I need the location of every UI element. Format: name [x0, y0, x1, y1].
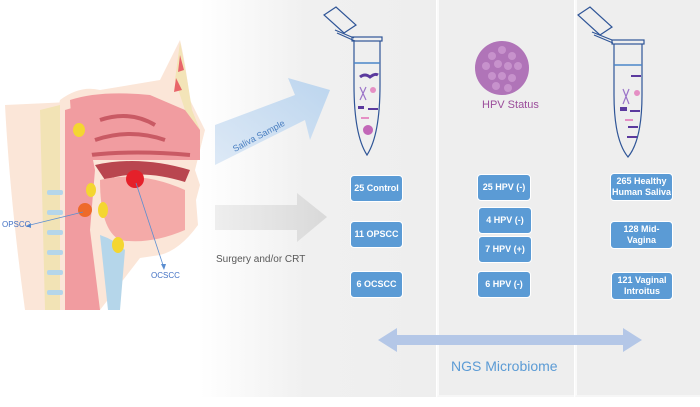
- reference-box-saliva: 265 Healthy Human Saliva: [610, 173, 673, 201]
- opscc-tumor: [78, 203, 92, 217]
- hpv-box-opscc-negative: 4 HPV (-): [478, 207, 532, 234]
- hpv-virus-icon: [475, 41, 529, 95]
- reference-box-mid-vagina: 128 Mid-Vagina: [610, 221, 673, 249]
- hpv-box-ocscc-negative: 6 HPV (-): [477, 271, 531, 298]
- saliva-arrow: [215, 78, 330, 165]
- head-neck-anatomy-illustration: [5, 40, 205, 310]
- cohort-box-control: 25 Control: [350, 175, 403, 202]
- ngs-microbiome-label: NGS Microbiome: [451, 358, 558, 374]
- reference-box-vaginal-introitus: 121 Vaginal Introitus: [611, 272, 673, 300]
- surgery-crt-label: Surgery and/or CRT: [216, 254, 306, 265]
- sample-tube-icon: [577, 6, 645, 158]
- cohort-box-opscc: 11 OPSCC: [350, 221, 403, 248]
- sample-tube-icon: [323, 6, 383, 157]
- hpv-box-opscc-positive: 7 HPV (+): [478, 236, 532, 263]
- hpv-status-title: HPV Status: [482, 99, 539, 111]
- surgery-arrow: [215, 193, 327, 242]
- ocscc-label: OCSCC: [151, 271, 180, 280]
- cohort-box-ocscc: 6 OCSCC: [350, 271, 403, 298]
- ocscc-tumor: [126, 170, 144, 188]
- opscc-label: OPSCC: [2, 220, 31, 229]
- hpv-box-control-negative: 25 HPV (-): [477, 174, 531, 201]
- ngs-double-arrow: [378, 328, 642, 352]
